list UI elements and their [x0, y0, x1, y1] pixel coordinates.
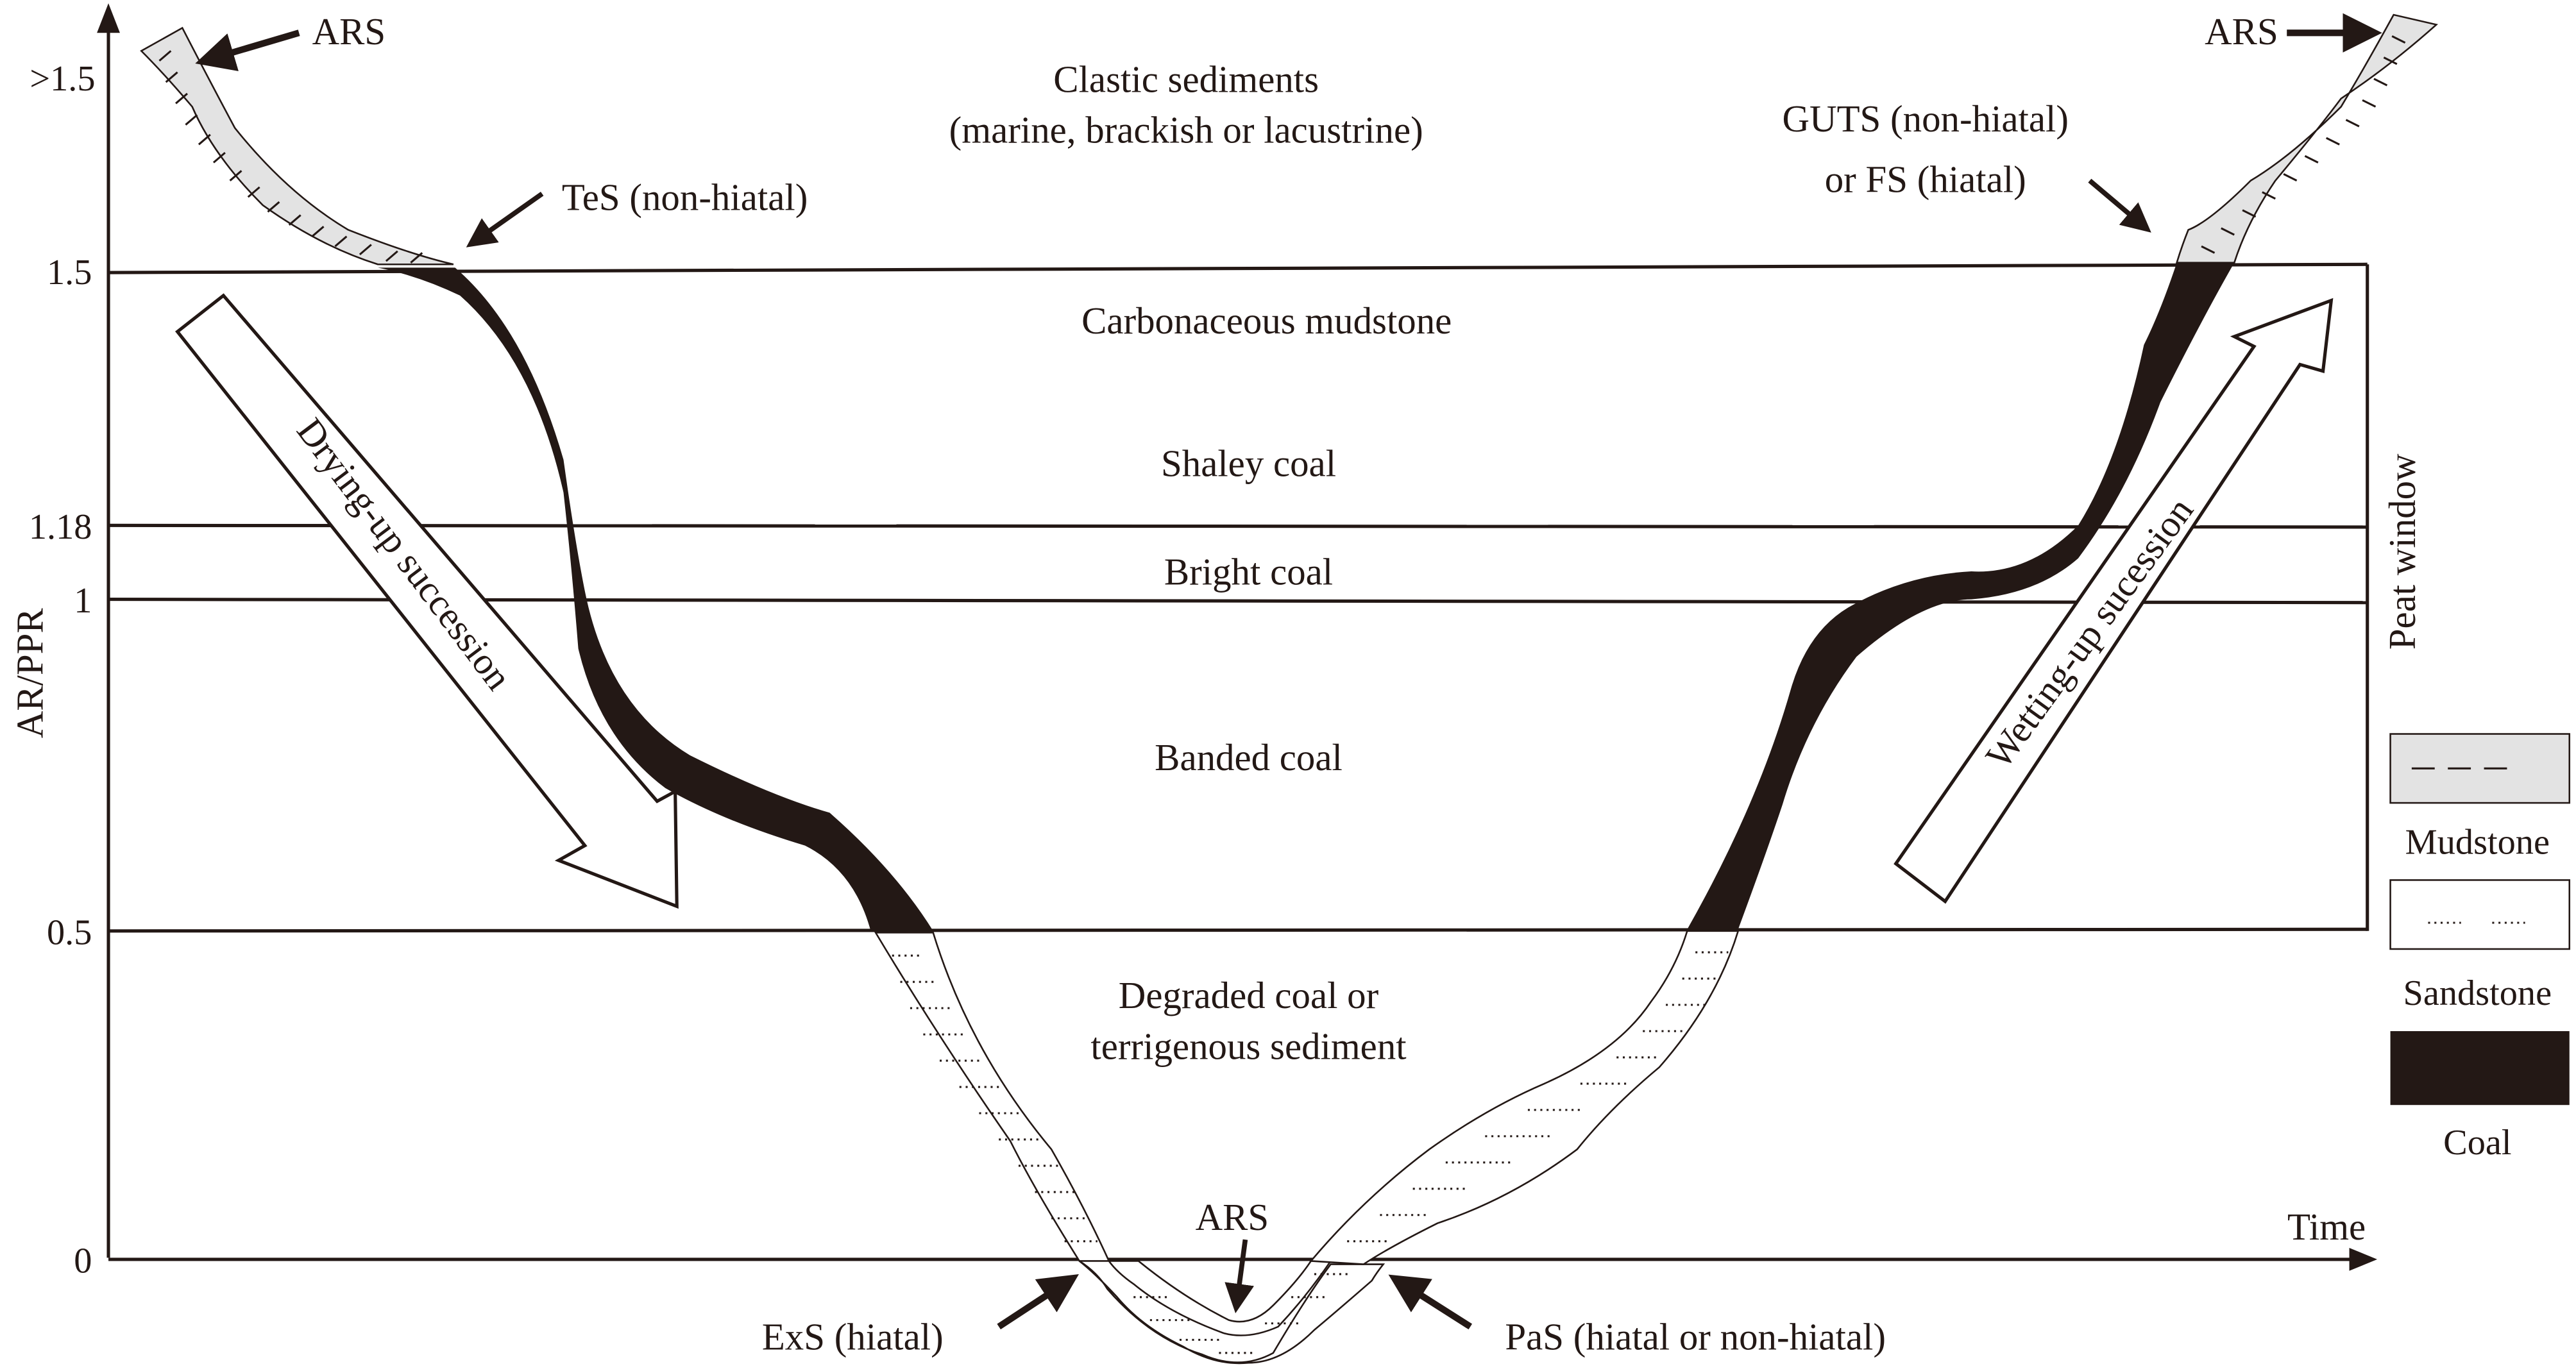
arrow-icon: [997, 1274, 1080, 1330]
left-mudstone-band: [140, 26, 454, 265]
tes-label: TeS (non-hiatal): [562, 177, 808, 219]
exs-label: ExS (hiatal): [762, 1316, 944, 1358]
left-sandstone-band: [874, 932, 1110, 1262]
legend-item-sandstone: Sandstone: [2389, 879, 2571, 1013]
tick-label-1-18: 1.18: [29, 507, 92, 547]
bottom-sandstone-trough: [1078, 1260, 1385, 1365]
annotation-guts-fs: GUTS (non-hiatal) or FS (hiatal): [1783, 98, 2151, 233]
sandstone-swatch: [2389, 879, 2571, 950]
drying-up-succession-label: Drying-up succession: [289, 410, 520, 698]
zone-label-shaley-coal: Shaley coal: [1161, 443, 1336, 485]
arrow-icon: [1224, 1239, 1255, 1314]
annotation-tes: TeS (non-hiatal): [466, 177, 808, 248]
ars-top-right-label: ARS: [2205, 11, 2278, 53]
zone-label-degraded-coal-sub: terrigenous sediment: [1090, 1026, 1407, 1068]
ars-bottom-label: ARS: [1196, 1197, 1269, 1238]
right-mudstone-band: [2175, 13, 2438, 264]
annotation-ars-top-right: ARS: [2205, 11, 2382, 53]
annotation-exs: ExS (hiatal): [762, 1274, 1080, 1358]
coal-swatch: [2390, 1030, 2570, 1106]
zone-label-carbonaceous-mudstone: Carbonaceous mudstone: [1081, 300, 1452, 342]
arrow-icon: [1388, 1274, 1473, 1330]
fs-label: or FS (hiatal): [1825, 159, 2026, 201]
guts-label: GUTS (non-hiatal): [1783, 98, 2069, 140]
annotation-ars-top-left: ARS: [195, 11, 386, 72]
zone-label-clastic: Clastic sediments: [1053, 58, 1319, 100]
arrow-icon: [195, 29, 300, 72]
annotation-ars-bottom: ARS: [1196, 1197, 1269, 1314]
legend: Mudstone Sandstone Coal: [2389, 733, 2571, 1163]
zone-label-degraded-coal: Degraded coal or: [1119, 975, 1379, 1016]
arrow-icon: [2088, 178, 2151, 233]
legend-label-mudstone: Mudstone: [2405, 822, 2550, 862]
tick-label-0: 0: [74, 1241, 92, 1281]
tick-label-gt-1-5: >1.5: [30, 59, 95, 99]
pas-label: PaS (hiatal or non-hiatal): [1505, 1316, 1886, 1358]
ars-top-left-label: ARS: [312, 11, 386, 53]
y-axis-arrowhead-icon: [97, 3, 120, 33]
zone-label-banded-coal: Banded coal: [1155, 737, 1343, 778]
tick-label-1: 1: [74, 581, 92, 621]
y-axis: [97, 3, 120, 1258]
arrow-icon: [466, 191, 544, 248]
legend-label-coal: Coal: [2443, 1123, 2511, 1163]
zone-label-clastic-sub: (marine, brackish or lacustrine): [949, 110, 1423, 151]
legend-item-coal: Coal: [2390, 1030, 2570, 1163]
x-axis-arrowhead-icon: [2349, 1247, 2378, 1271]
tick-label-0-5: 0.5: [47, 913, 92, 952]
right-coal-band: [1687, 262, 2235, 930]
zone-label-bright-coal: Bright coal: [1164, 551, 1333, 593]
y-axis-label: AR/PPR: [10, 608, 51, 739]
x-axis: [108, 1247, 2378, 1271]
legend-label-sandstone: Sandstone: [2403, 973, 2552, 1013]
tick-label-1-5: 1.5: [47, 253, 92, 292]
legend-item-mudstone: Mudstone: [2389, 733, 2571, 862]
right-sandstone-band: [1309, 930, 1740, 1265]
annotation-pas: PaS (hiatal or non-hiatal): [1388, 1274, 1886, 1358]
x-axis-label: Time: [2287, 1206, 2366, 1248]
peat-window-label: Peat window: [2382, 453, 2423, 650]
left-coal-band: [378, 267, 933, 931]
